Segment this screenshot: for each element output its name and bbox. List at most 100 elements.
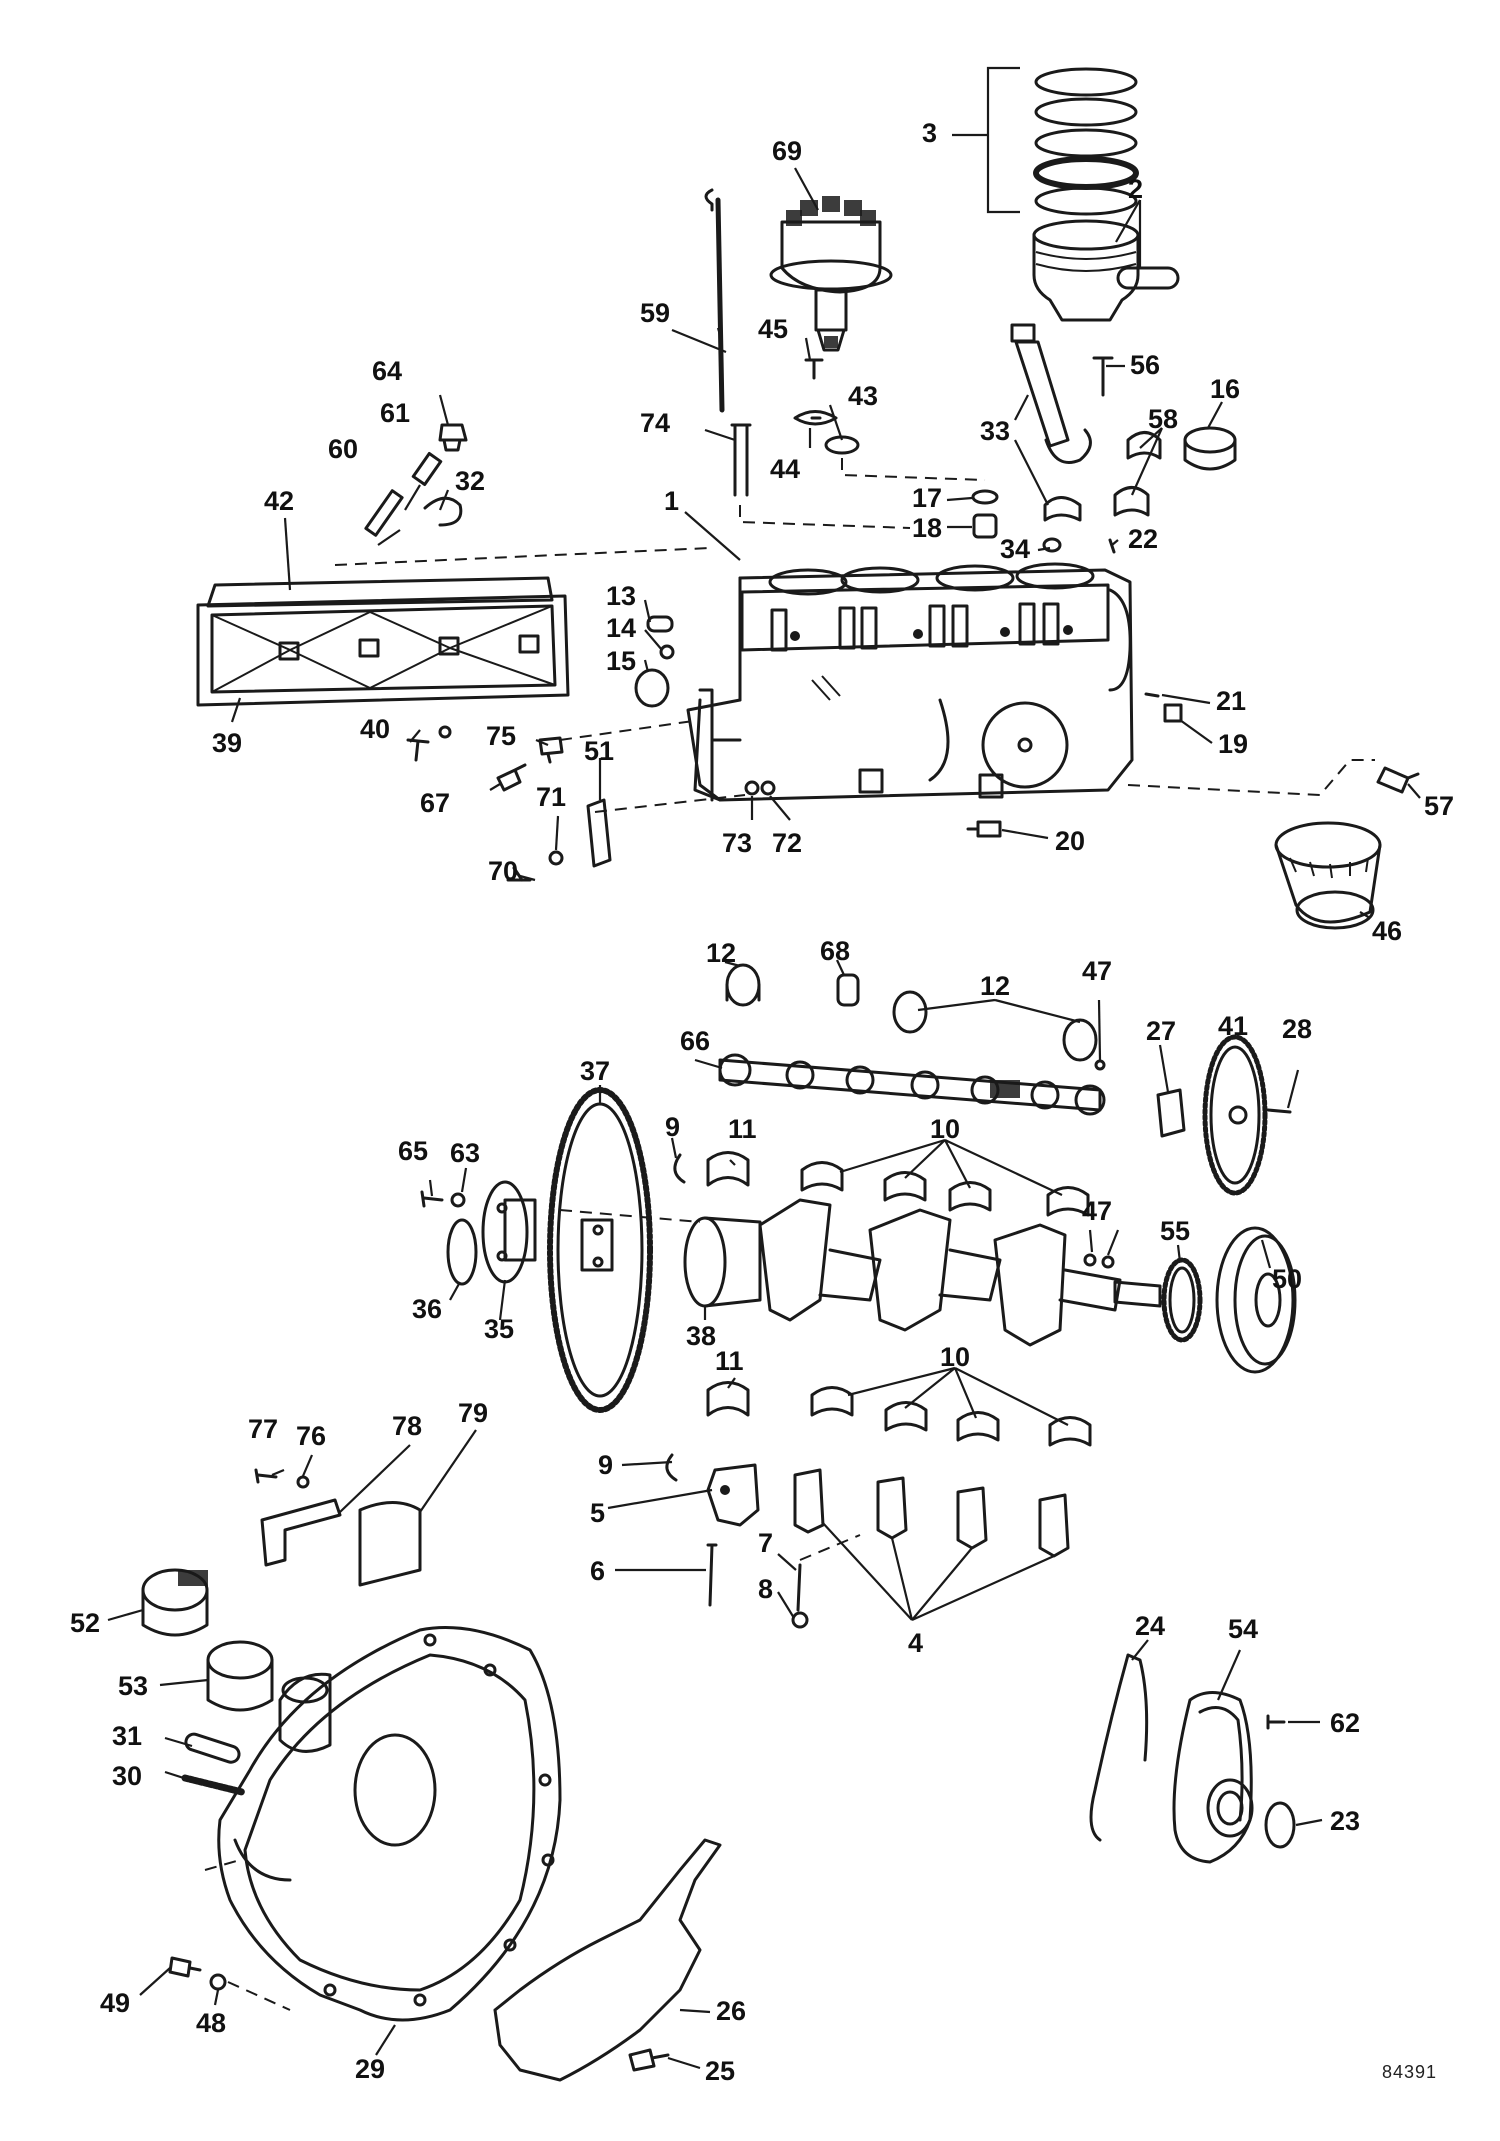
callout-30: 30: [112, 1761, 142, 1791]
callout-18: 18: [912, 513, 942, 543]
callout-16: 16: [1210, 374, 1240, 404]
bolt-70: [506, 866, 532, 882]
callout-55: 55: [1160, 1216, 1190, 1246]
rear-main-cap: [706, 1463, 760, 1527]
callout-5: 5: [590, 1498, 605, 1528]
callout-31: 31: [112, 1721, 142, 1751]
bolt-28: [1266, 1108, 1292, 1114]
washer-71: [548, 850, 564, 866]
callout-74: 74: [640, 408, 670, 438]
oil-filter-nipple: [1376, 766, 1420, 794]
dowel-31: [184, 1732, 241, 1764]
callout-67: 67: [420, 788, 450, 818]
fitting-18: [972, 513, 998, 539]
nipple-61: [411, 452, 443, 486]
callout-47a: 47: [1082, 956, 1112, 986]
callout-9b: 9: [598, 1450, 613, 1480]
cam-bearing-12b: [892, 990, 928, 1034]
callout-57: 57: [1424, 791, 1454, 821]
washer-48: [209, 1973, 227, 1991]
callout-58: 58: [1148, 404, 1178, 434]
main-bearing-10f: [884, 1401, 928, 1432]
pin-22: [1108, 538, 1116, 554]
callout-64: 64: [372, 356, 402, 386]
expansion-plug: [1183, 426, 1237, 471]
bolt-49: [168, 1956, 202, 1978]
rod-bearing-lower: [1113, 486, 1150, 517]
callout-28: 28: [1282, 1014, 1312, 1044]
hose-clamp-52: [141, 1568, 209, 1637]
callout-39: 39: [212, 728, 242, 758]
callout-8: 8: [758, 1574, 773, 1604]
callout-4: 4: [908, 1628, 923, 1658]
reference-code: 84391: [1382, 2062, 1437, 2082]
hold-down-clamp: [793, 410, 838, 426]
harmonic-balancer: [1215, 1226, 1297, 1374]
woodruff-key-47a: [1094, 1059, 1106, 1071]
stud-60: [364, 489, 404, 537]
nut-8: [791, 1611, 809, 1629]
piston-rings: [986, 66, 1139, 216]
camshaft: [718, 1058, 1102, 1112]
rod-bearing-upper: [1126, 431, 1162, 460]
callout-49: 49: [100, 1988, 130, 2018]
callout-70: 70: [488, 856, 518, 886]
callout-52: 52: [70, 1608, 100, 1638]
main-cap-4d: [1038, 1493, 1070, 1558]
temperature-sender: [438, 423, 468, 452]
seal-53: [206, 1640, 274, 1712]
camshaft-gear: [1202, 1034, 1268, 1196]
callout-41: 41: [1218, 1011, 1248, 1041]
callout-21: 21: [1216, 686, 1246, 716]
callout-75: 75: [486, 721, 516, 751]
bolt-25: [628, 2048, 670, 2072]
callout-19: 19: [1218, 729, 1248, 759]
screw-62: [1266, 1714, 1286, 1730]
thrust-washer-9a: [673, 1153, 686, 1184]
callout-11a: 11: [728, 1114, 757, 1144]
callout-13: 13: [606, 581, 636, 611]
fitting-75: [538, 736, 564, 764]
callout-44: 44: [770, 454, 800, 484]
callout-65: 65: [398, 1136, 428, 1166]
callout-79: 79: [458, 1398, 488, 1428]
shield-79: [358, 1501, 422, 1587]
callout-6: 6: [590, 1556, 605, 1586]
washer-63: [450, 1192, 466, 1208]
callout-23: 23: [1330, 1806, 1360, 1836]
core-plug-15: [634, 668, 670, 708]
drain-cock-20: [966, 820, 1002, 838]
callout-68: 68: [820, 936, 850, 966]
dipstick: [704, 188, 725, 413]
callout-56: 56: [1130, 350, 1160, 380]
seal-36: [446, 1218, 478, 1286]
callout-2: 2: [1128, 174, 1143, 204]
thrust-plate-27: [1156, 1088, 1186, 1138]
nut-73: [744, 780, 760, 796]
main-bearing-10c: [948, 1181, 992, 1212]
callout-33: 33: [980, 416, 1010, 446]
callout-69: 69: [772, 136, 802, 166]
main-cap-4a: [793, 1468, 825, 1534]
main-bearing-10h: [1048, 1416, 1092, 1447]
bolt-6: [706, 1543, 718, 1607]
piston: [1032, 219, 1180, 322]
callout-32: 32: [455, 466, 485, 496]
callout-34: 34: [1000, 534, 1030, 564]
callout-40: 40: [360, 714, 390, 744]
main-bearing-11a: [706, 1151, 750, 1187]
callout-22: 22: [1128, 524, 1158, 554]
callout-62: 62: [1330, 1708, 1360, 1738]
stud-30: [181, 1774, 246, 1796]
callout-25: 25: [705, 2056, 735, 2086]
callout-51: 51: [584, 736, 614, 766]
callout-29: 29: [355, 2054, 385, 2084]
rod-bolt: [1092, 356, 1114, 397]
screw-77: [254, 1468, 278, 1484]
flywheel-housing: [217, 1626, 562, 2022]
thrust-washer-9b: [665, 1453, 678, 1482]
crankshaft-gear: [1161, 1257, 1203, 1343]
callout-labels: 1 2 3 4 5 6 7 8 9 9 10 10 11 11 12 12 13…: [70, 118, 1454, 2086]
callout-60: 60: [328, 434, 358, 464]
